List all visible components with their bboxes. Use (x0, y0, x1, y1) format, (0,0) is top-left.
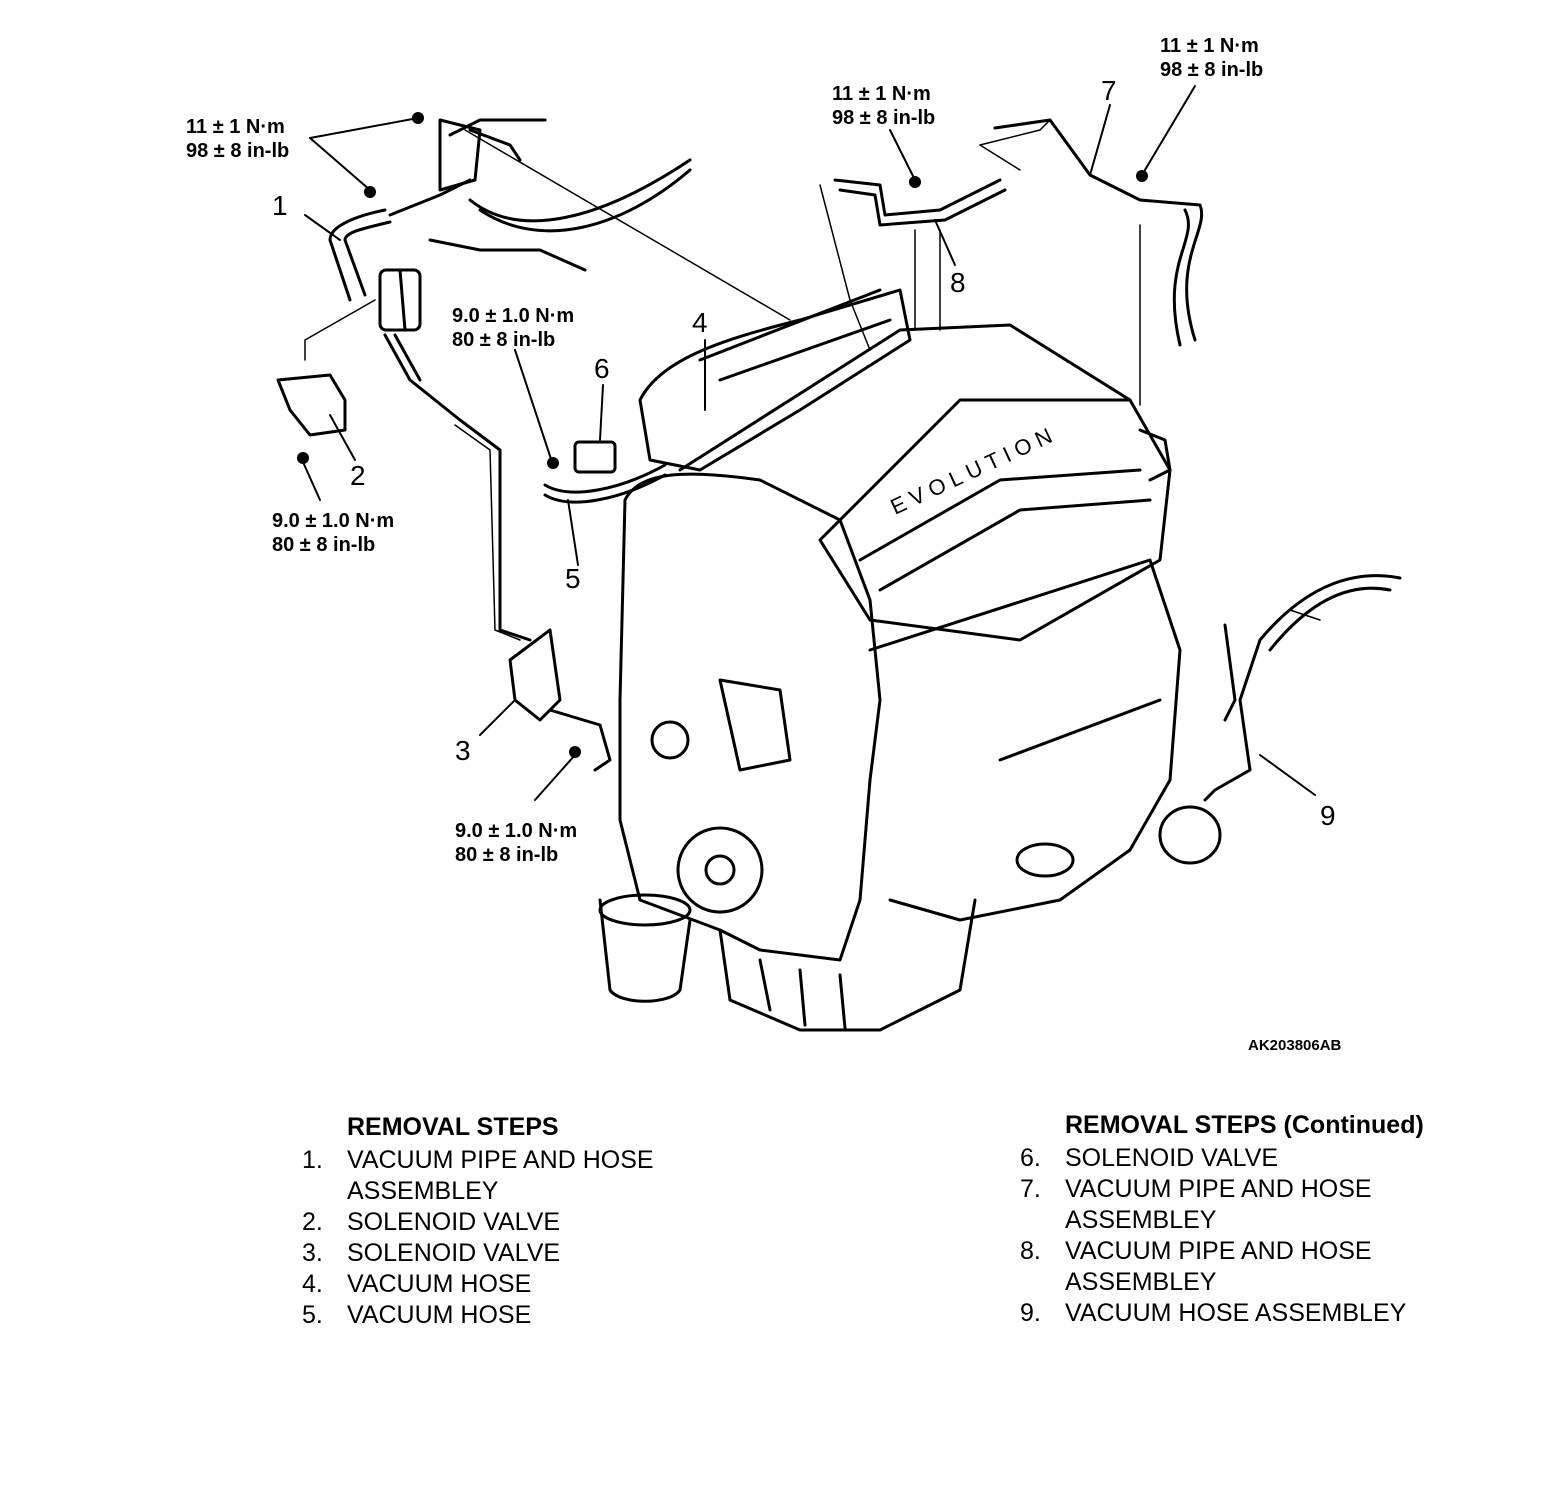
list-item: 5. VACUUM HOSE (302, 1300, 727, 1331)
torque-spec-nm: 9.0 ± 1.0 N·m (455, 820, 577, 842)
engine-vacuum-diagram: 1 2 3 4 5 6 7 8 9 11 ± 1 N·m 98 ± 8 in-l… (186, 35, 1402, 1054)
step-text: VACUUM PIPE AND HOSE ASSEMBLEY (1065, 1237, 1372, 1296)
torque-spec-inlb: 98 ± 8 in-lb (186, 140, 289, 162)
step-text: SOLENOID VALVE (347, 1239, 561, 1267)
removal-steps-continued: REMOVAL STEPS (Continued) 6. SOLENOID VA… (1020, 1110, 1445, 1329)
torque-spec-inlb: 98 ± 8 in-lb (832, 107, 935, 129)
list-item: 4. VACUUM HOSE (302, 1269, 727, 1300)
torque-spec-nm: 11 ± 1 N·m (1160, 35, 1259, 57)
removal-steps: REMOVAL STEPS 1. VACUUM PIPE AND HOSE AS… (302, 1112, 727, 1331)
step-number: 6. (1020, 1144, 1041, 1172)
list-item: 7. VACUUM PIPE AND HOSE ASSEMBLEY (1020, 1174, 1445, 1236)
figure-id: AK203806AB (1248, 1037, 1342, 1054)
torque-spec-inlb: 80 ± 8 in-lb (272, 534, 375, 556)
step-text: VACUUM PIPE AND HOSE ASSEMBLEY (347, 1146, 654, 1205)
step-number: 2. (302, 1208, 323, 1236)
step-text: SOLENOID VALVE (347, 1208, 561, 1236)
step-number: 8. (1020, 1237, 1041, 1265)
torque-spec-nm: 9.0 ± 1.0 N·m (452, 305, 574, 327)
engine-block-illustration (598, 288, 1222, 1032)
list-item: 6. SOLENOID VALVE (1020, 1143, 1445, 1174)
callout-pointers (302, 85, 1316, 801)
callout-3: 3 (455, 735, 471, 766)
removal-steps-heading: REMOVAL STEPS (347, 1113, 559, 1141)
step-number: 1. (302, 1146, 323, 1174)
step-text: SOLENOID VALVE (1065, 1144, 1279, 1172)
step-number: 3. (302, 1239, 323, 1267)
solenoid-components (276, 118, 617, 772)
torque-spec-nm: 11 ± 1 N·m (832, 83, 931, 105)
torque-spec-inlb: 80 ± 8 in-lb (455, 844, 558, 866)
torque-spec-inlb: 98 ± 8 in-lb (1160, 59, 1263, 81)
step-text: VACUUM HOSE (347, 1301, 532, 1329)
step-number: 5. (302, 1301, 323, 1329)
step-text: VACUUM HOSE ASSEMBLEY (1065, 1299, 1407, 1327)
torque-spec-nm: 9.0 ± 1.0 N·m (272, 510, 394, 532)
callout-8: 8 (950, 267, 966, 298)
callout-9: 9 (1320, 800, 1336, 831)
leader-lines (304, 119, 1321, 641)
step-text: VACUUM PIPE AND HOSE ASSEMBLEY (1065, 1175, 1372, 1234)
step-number: 4. (302, 1270, 323, 1298)
list-item: 1. VACUUM PIPE AND HOSE ASSEMBLEY (302, 1145, 727, 1207)
torque-spec-nm: 11 ± 1 N·m (186, 116, 285, 138)
bolts (297, 112, 1148, 758)
callout-4: 4 (692, 307, 708, 338)
callout-7: 7 (1101, 75, 1117, 106)
callout-5: 5 (565, 563, 581, 594)
callout-6: 6 (594, 353, 610, 384)
step-number: 7. (1020, 1175, 1041, 1203)
callout-1: 1 (272, 190, 288, 221)
torque-spec-inlb: 80 ± 8 in-lb (452, 329, 555, 351)
step-text: VACUUM HOSE (347, 1270, 532, 1298)
callout-2: 2 (350, 460, 366, 491)
list-item: 9. VACUUM HOSE ASSEMBLEY (1020, 1298, 1445, 1329)
list-item: 8. VACUUM PIPE AND HOSE ASSEMBLEY (1020, 1236, 1445, 1298)
list-item: 2. SOLENOID VALVE (302, 1207, 727, 1238)
engine-cover-lettering: EVOLUTION (887, 420, 1062, 519)
removal-steps-continued-heading: REMOVAL STEPS (Continued) (1065, 1111, 1424, 1139)
step-number: 9. (1020, 1299, 1041, 1327)
vacuum-lines (328, 118, 1402, 802)
list-item: 3. SOLENOID VALVE (302, 1238, 727, 1269)
